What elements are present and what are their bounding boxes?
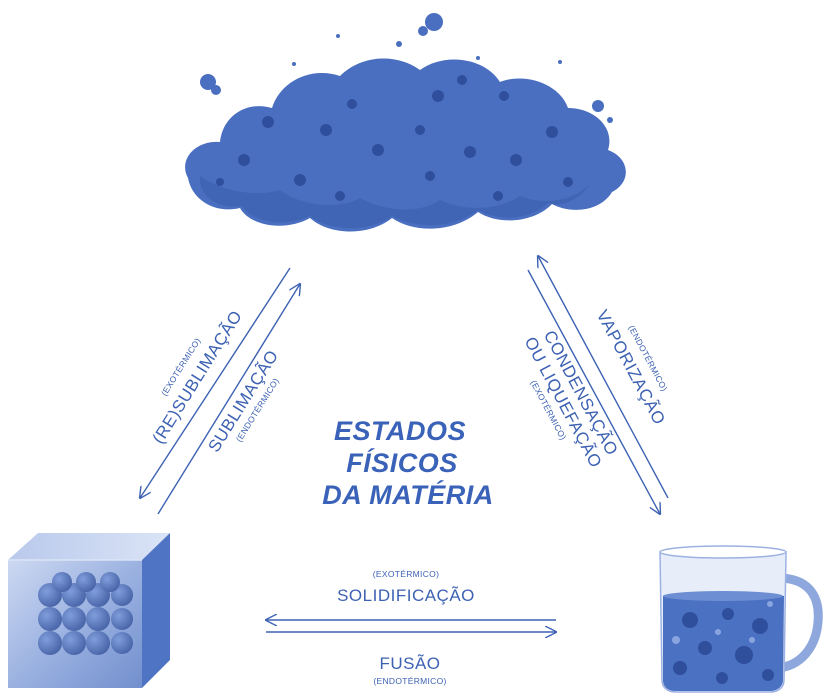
ice-cube-icon (8, 533, 170, 688)
vaporization-arrow (538, 256, 669, 499)
liquid-mug-icon (659, 545, 823, 693)
title-line-3: DA MATÉRIA (322, 479, 493, 510)
fusion-type-label: (ENDOTÉRMICO) (373, 676, 446, 686)
fusion-label: FUSÃO (379, 654, 440, 673)
condensation-arrow (527, 269, 660, 514)
sublimation-arrow (157, 284, 300, 515)
title-line-1: ESTADOS (334, 416, 466, 446)
solidification-label: SOLIDIFICAÇÃO (337, 586, 475, 605)
title-line-2: FÍSICOS (346, 447, 458, 478)
cloud-gas-icon (185, 13, 626, 232)
solidification-type-label: (EXOTÉRMICO) (373, 569, 439, 579)
resublimation-arrow (140, 267, 291, 498)
